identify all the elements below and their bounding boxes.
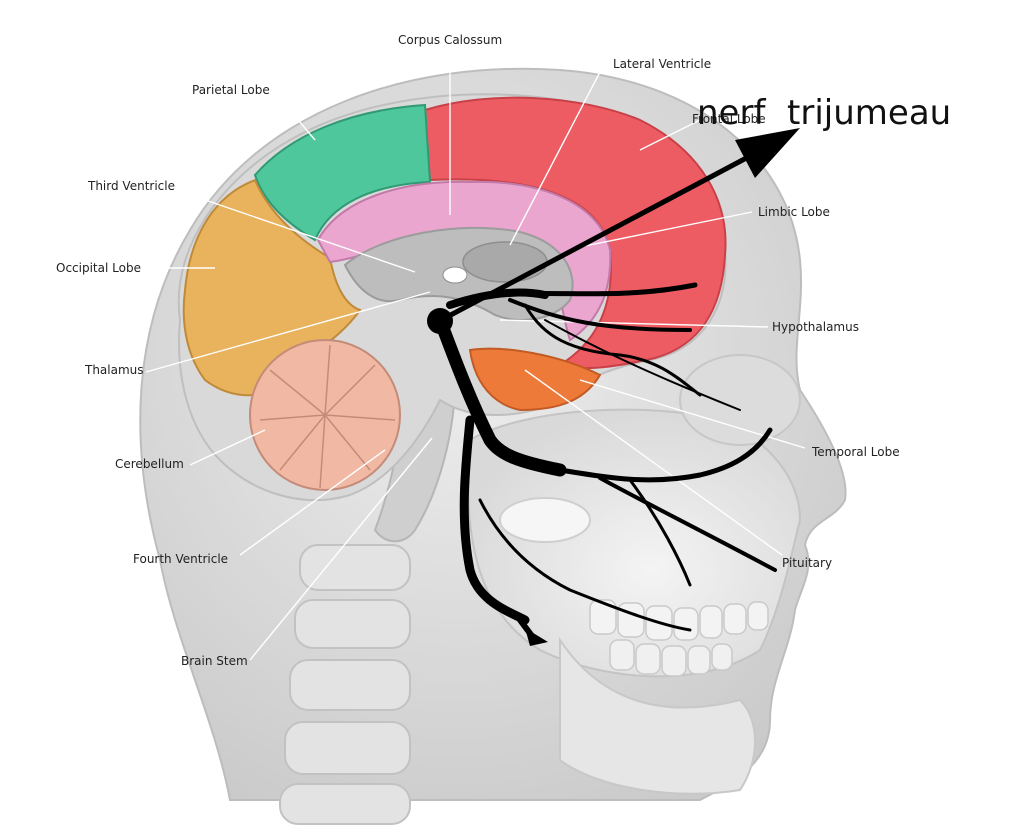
lower-teeth bbox=[609, 639, 733, 677]
label-pituitary: Pituitary bbox=[782, 556, 832, 570]
label-brain-stem: Brain Stem bbox=[181, 654, 248, 668]
spine bbox=[279, 544, 411, 825]
annotation-arrow-head bbox=[735, 128, 800, 178]
annotation-nerf-trijumeau: nerf trijumeau bbox=[697, 93, 951, 133]
label-corpus-callosum: Corpus Calossum bbox=[398, 33, 502, 47]
label-parietal-lobe: Parietal Lobe bbox=[192, 83, 270, 97]
annotation-arrow-line bbox=[443, 152, 754, 321]
nerve-tip-arrow bbox=[525, 628, 548, 646]
trigeminal-nerve bbox=[433, 282, 777, 643]
temporal-lobe-region bbox=[468, 347, 602, 412]
label-lateral-ventricle: Lateral Ventricle bbox=[613, 57, 711, 71]
leader-lines bbox=[145, 47, 806, 661]
trigeminal-ganglion-dot bbox=[427, 308, 453, 334]
label-limbic-lobe: Limbic Lobe bbox=[758, 205, 830, 219]
lateral-ventricle-region bbox=[462, 241, 548, 283]
cheek-hole bbox=[499, 497, 591, 543]
upper-teeth bbox=[589, 599, 769, 641]
label-third-ventricle: Third Ventricle bbox=[87, 179, 175, 193]
label-hypothalamus: Hypothalamus bbox=[772, 320, 859, 334]
cerebellum-folds bbox=[259, 344, 396, 489]
label-frontal-lobe: Frontal Lobe bbox=[692, 112, 766, 126]
parietal-lobe-region bbox=[253, 103, 432, 242]
label-cerebellum: Cerebellum bbox=[115, 457, 184, 471]
eye-socket bbox=[679, 354, 801, 446]
jaw-bone bbox=[559, 636, 756, 795]
label-fourth-ventricle: Fourth Ventricle bbox=[133, 552, 228, 566]
label-occipital-lobe: Occipital Lobe bbox=[56, 261, 141, 275]
label-thalamus: Thalamus bbox=[84, 363, 144, 377]
label-temporal-lobe: Temporal Lobe bbox=[811, 445, 900, 459]
third-ventricle-region bbox=[442, 266, 468, 284]
